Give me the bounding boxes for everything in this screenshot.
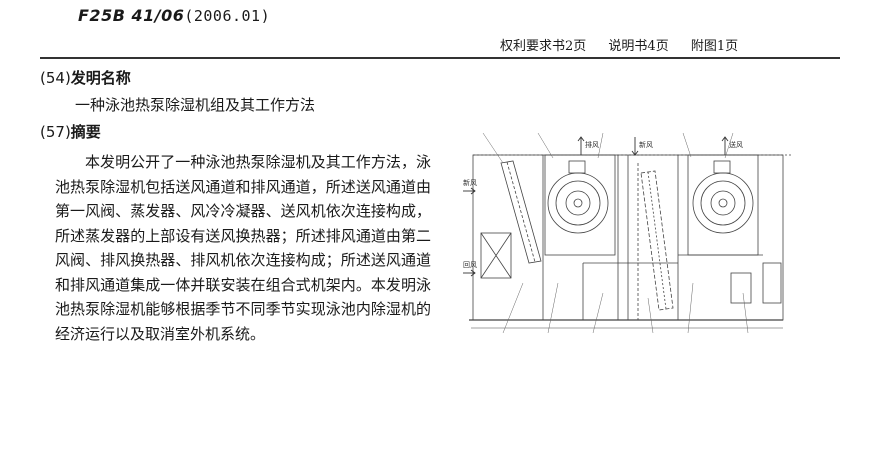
abstract-text: 本发明公开了一种泳池热泵除湿机及其工作方法，泳池热泵除湿机包括送风通道和排风通道…	[55, 153, 431, 343]
page-counts: 权利要求书2页 说明书4页 附图1页	[500, 35, 756, 54]
damper-one	[480, 232, 512, 279]
claims-page-count: 权利要求书2页	[500, 39, 587, 54]
return-air-label: 回风	[463, 261, 477, 269]
compressor	[762, 262, 782, 304]
title-section-heading: 发明名称	[70, 69, 131, 87]
exhaust-fan-housing	[687, 154, 759, 256]
supply-air-label: 送风	[729, 140, 743, 149]
ipc-code: F25B 41/06	[78, 6, 185, 25]
supply-fan	[547, 160, 609, 234]
dehumidifier-diagram: 排风 新风 送风 新风 回风	[463, 133, 793, 334]
fresh-air-top-label: 新风	[639, 140, 653, 149]
evaporator-coil	[500, 160, 542, 264]
fresh-air-side-label: 新风	[463, 178, 477, 187]
supply-fan-housing	[544, 154, 616, 256]
title-section-label: (54)发明名称	[40, 67, 131, 88]
ipc-version: (2006.01)	[184, 7, 271, 25]
drawings-page-count: 附图1页	[690, 39, 739, 54]
exhaust-fan	[692, 160, 754, 234]
title-section-number: (54)	[40, 69, 71, 87]
header-divider	[40, 57, 840, 59]
invention-title: 一种泳池热泵除湿机组及其工作方法	[75, 96, 316, 114]
exhaust-air-label: 排风	[585, 140, 599, 149]
ipc-classification: F25B 41/06(2006.01)	[78, 6, 270, 25]
exhaust-heat-exchanger	[640, 170, 674, 311]
abstract-section-number: (57)	[40, 123, 71, 141]
description-page-count: 说明书4页	[608, 39, 669, 54]
abstract-section-heading: 摘要	[70, 123, 101, 141]
abstract-section-label: (57)摘要	[40, 121, 101, 142]
